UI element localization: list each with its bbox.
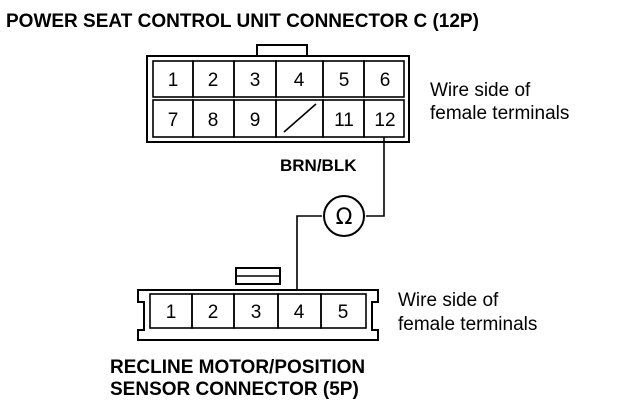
ohm-symbol: Ω: [336, 205, 353, 230]
bottom-pin-1: 1: [166, 302, 177, 323]
bottom-connector-title-line2: SENSOR CONNECTOR (5P): [110, 379, 359, 400]
top-pin-11: 11: [334, 110, 354, 131]
top-pin-6: 6: [380, 70, 391, 91]
top-cell-10-blank-slash: [283, 103, 317, 133]
top-pin-9: 9: [250, 110, 261, 131]
top-pin-4: 4: [294, 70, 305, 91]
top-side-label-line2: female terminals: [430, 103, 569, 124]
bottom-connector: 1 2 3 4 5: [137, 267, 379, 341]
top-side-label-line1: Wire side of: [430, 80, 531, 101]
top-pin-7: 7: [168, 110, 179, 131]
wire-pin12-to-meter: [366, 137, 385, 217]
top-pin-5: 5: [339, 70, 350, 91]
top-pin-12: 12: [374, 110, 395, 131]
bottom-connector-title-line1: RECLINE MOTOR/POSITION: [110, 357, 365, 378]
top-pin-3: 3: [250, 70, 261, 91]
top-connector: 1 2 3 4 5 6 7 8 9 11 12: [146, 44, 410, 143]
bottom-pin-4: 4: [294, 302, 305, 323]
bottom-pin-2: 2: [208, 302, 219, 323]
top-connector-title: POWER SEAT CONTROL UNIT CONNECTOR C (12P…: [6, 11, 479, 32]
bottom-side-label-line2: female terminals: [398, 314, 537, 335]
wire-color-label: BRN/BLK: [280, 156, 357, 175]
bottom-pin-5: 5: [338, 302, 349, 323]
ohmmeter-icon: Ω: [323, 195, 365, 237]
top-connector-body: [146, 55, 410, 143]
top-cell-6: [363, 60, 405, 98]
top-pin-8: 8: [208, 110, 219, 131]
top-pin-2: 2: [208, 70, 219, 91]
bottom-pin-3: 3: [251, 302, 262, 323]
wire-meter-to-pin4: [296, 215, 322, 290]
bottom-side-label-line1: Wire side of: [398, 290, 499, 311]
top-pin-1: 1: [168, 70, 179, 91]
bottom-cell-5: [320, 293, 367, 329]
